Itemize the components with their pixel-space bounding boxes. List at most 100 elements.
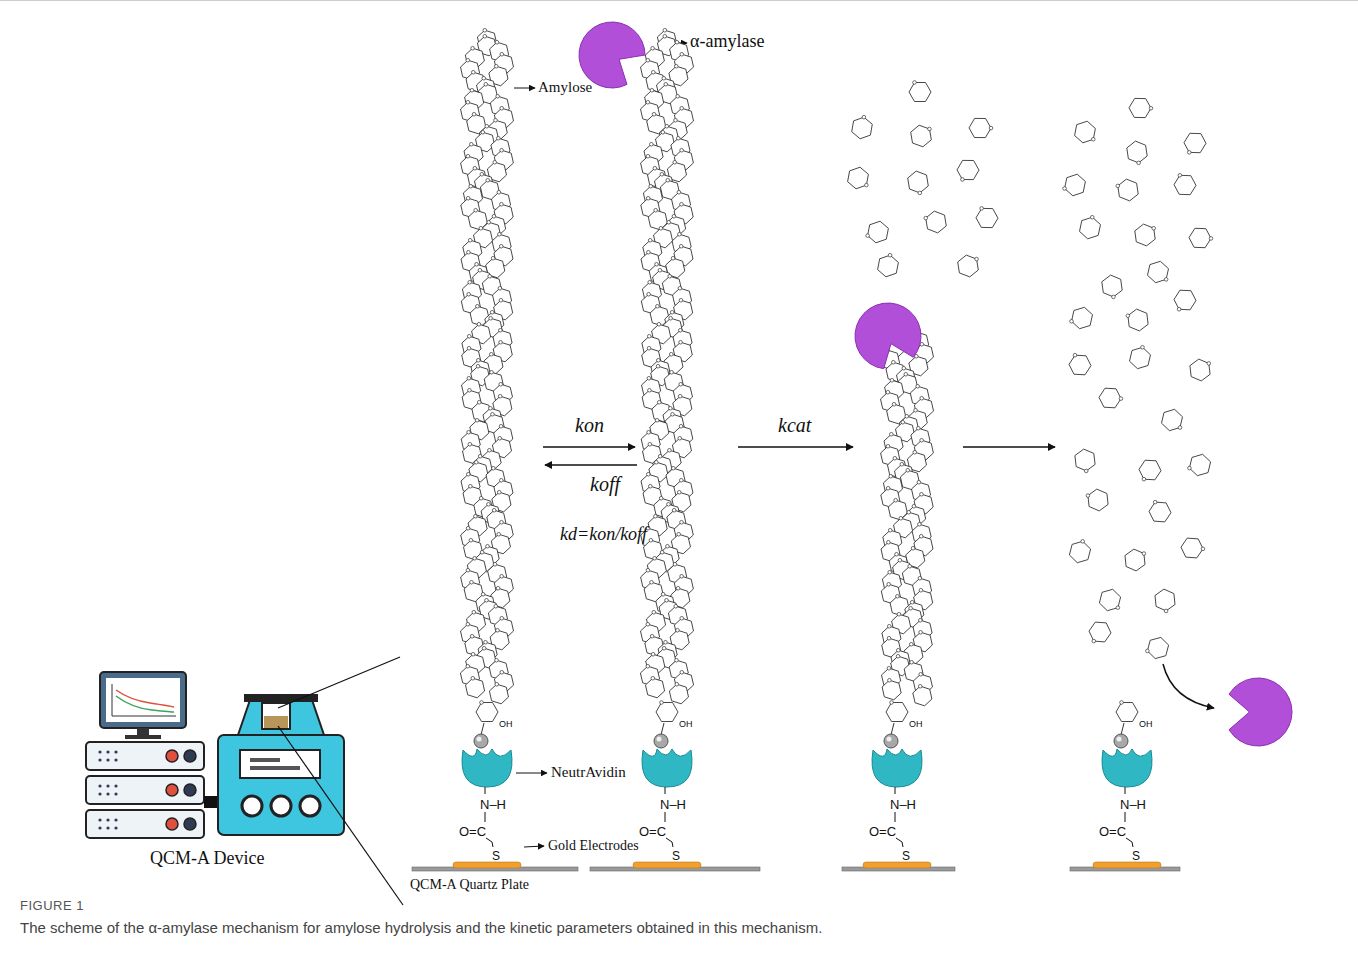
- ring-oxygen: [910, 660, 914, 664]
- ring-oxygen: [1112, 295, 1116, 299]
- ring-oxygen: [920, 438, 924, 442]
- ring-oxygen: [646, 58, 650, 62]
- annotation-label: Gold Electrodes: [548, 838, 639, 853]
- ring-oxygen: [909, 606, 913, 610]
- ring-oxygen: [865, 183, 869, 187]
- ring-oxygen: [646, 472, 650, 476]
- ring-oxygen: [467, 292, 471, 296]
- label-box: O=C: [459, 822, 486, 840]
- glucose-ring: [1069, 541, 1090, 562]
- ring-oxygen: [655, 418, 659, 422]
- monitor: [100, 672, 186, 728]
- ring-oxygen: [1116, 184, 1120, 188]
- neutravidin-shape: [462, 749, 512, 787]
- ring-oxygen: [892, 402, 896, 406]
- glucose-ring: [476, 703, 498, 722]
- ring-oxygen: [471, 652, 475, 656]
- ring-oxygen: [671, 256, 675, 260]
- ring-oxygen: [467, 346, 471, 350]
- glucose-ring: [492, 492, 511, 512]
- ring-oxygen: [500, 106, 504, 110]
- annotation-label: N–H: [660, 797, 686, 812]
- ring-oxygen: [492, 214, 496, 218]
- label-box: Gold Electrodes: [548, 836, 639, 854]
- glucose-ring: [1125, 549, 1145, 571]
- neutravidin-shape: [872, 749, 922, 787]
- server-unit: [86, 776, 204, 804]
- annotation-label: OH: [499, 719, 513, 729]
- display-bar: [250, 766, 300, 770]
- glucose-ring: [1118, 179, 1138, 201]
- ring-oxygen: [911, 546, 915, 550]
- sample-window: [262, 703, 290, 729]
- annotation-label: O=C: [459, 824, 486, 839]
- ring-oxygen: [678, 394, 682, 398]
- ring-oxygen: [651, 652, 655, 656]
- ring-oxygen: [680, 106, 684, 110]
- ring-oxygen: [648, 388, 652, 392]
- annotation-label: kcat: [778, 414, 811, 436]
- ring-oxygen: [666, 178, 670, 182]
- glucose-ring: [669, 684, 688, 704]
- ring-oxygen: [1073, 353, 1077, 357]
- ring-oxygen: [920, 396, 924, 400]
- ring-oxygen: [660, 701, 664, 705]
- glucose-ring: [1184, 133, 1206, 152]
- annotation-label: N–H: [480, 797, 506, 812]
- ring-oxygen: [888, 678, 892, 682]
- ring-oxygen: [484, 82, 488, 86]
- annotation-label: N–H: [890, 797, 916, 812]
- ring-oxygen: [919, 588, 923, 592]
- ring-oxygen: [466, 664, 470, 668]
- ring-oxygen: [654, 514, 658, 518]
- monitor-screen: [106, 678, 180, 722]
- ball-highlight: [477, 737, 482, 742]
- glucose-ring: [1139, 460, 1161, 480]
- label-box: α-amylase: [690, 31, 764, 52]
- glucose-ring: [886, 703, 908, 722]
- annotation-label: α-amylase: [690, 31, 764, 51]
- ring-oxygen: [1188, 466, 1192, 470]
- glucose-ring: [848, 167, 869, 189]
- ring-oxygen: [1091, 137, 1095, 141]
- ring-oxygen: [674, 64, 678, 68]
- ring-oxygen: [472, 112, 476, 116]
- bond-line: [896, 838, 903, 847]
- plot-curve: [116, 696, 174, 712]
- glucose-ring: [957, 160, 979, 179]
- ring-oxygen: [470, 88, 474, 92]
- amylase-enzyme: [579, 22, 645, 88]
- ring-oxygen: [498, 394, 502, 398]
- glucose-ring: [1155, 589, 1175, 611]
- ring-oxygen: [470, 580, 474, 584]
- ring-oxygen: [468, 280, 472, 284]
- glucose-ring: [1075, 449, 1095, 471]
- ring-oxygen: [472, 610, 476, 614]
- ring-oxygen: [466, 472, 470, 476]
- ring-oxygen: [680, 616, 684, 620]
- glucose-ring: [887, 404, 906, 424]
- glucose-ring: [909, 83, 931, 102]
- ring-oxygen: [680, 520, 684, 524]
- ring-oxygen: [650, 634, 654, 638]
- label-box: O=C: [869, 822, 896, 840]
- label-box: OH: [1139, 713, 1153, 731]
- ring-oxygen: [656, 304, 660, 308]
- ring-oxygen: [676, 94, 680, 98]
- ring-oxygen: [647, 292, 651, 296]
- ring-oxygen: [667, 502, 671, 506]
- ring-oxygen: [476, 364, 480, 368]
- server-light: [184, 750, 196, 762]
- ring-oxygen: [665, 124, 669, 128]
- instrument-button: [300, 796, 320, 816]
- ring-oxygen: [1146, 649, 1150, 653]
- ring-oxygen: [1177, 307, 1181, 311]
- ring-oxygen: [487, 502, 491, 506]
- glucose-ring: [868, 221, 889, 243]
- annotation-label: O=C: [639, 824, 666, 839]
- annotation-label: NeutrAvidin: [551, 764, 626, 780]
- gold-electrode: [633, 862, 701, 868]
- glucose-ring: [913, 686, 932, 706]
- ring-oxygen: [677, 532, 681, 536]
